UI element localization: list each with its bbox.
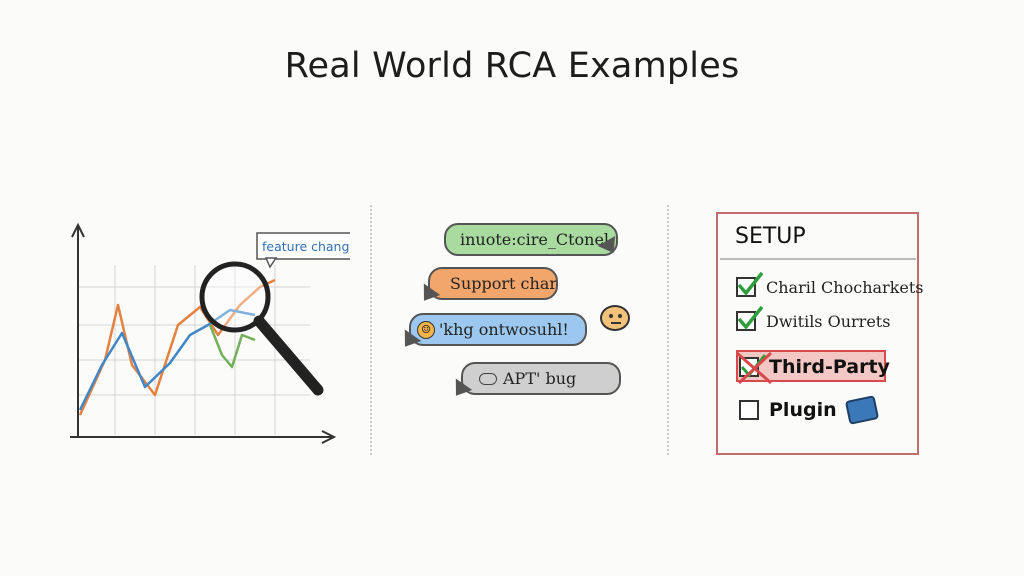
chart-grid [78,265,310,435]
cross-mark-icon [736,351,773,385]
setup-divider [720,258,916,260]
bug-icon [600,305,630,331]
chat-bubble-text: inuote:cire_Ctonel [460,230,610,249]
chat-bubble-text: 'khg ontwosuhl! [439,320,569,339]
smiley-icon: ☺ [417,320,435,339]
cloud-icon [479,372,497,385]
chart-sketch: feature change [70,222,350,444]
checkbox[interactable] [736,305,764,331]
series-orange-line [78,278,276,416]
plugin-icon [844,395,879,425]
series-blue-line [78,308,256,411]
chat-bubble: APT' bug [461,362,621,395]
page-title: Real World RCA Examples [284,46,740,86]
checklist-item[interactable]: Charil Chocharkets [736,271,924,297]
series-green-line [208,324,256,369]
checklist-item[interactable]: Dwitils Ourrets [736,305,891,331]
checklist-item-label: Dwitils Ourrets [766,311,891,331]
checkbox[interactable] [736,271,764,297]
checklist-item-label: Charil Chocharkets [766,277,924,297]
checklist-item-label: Plugin [769,399,837,421]
feature-change-callout: feature change [256,232,350,269]
check-icon [737,271,764,296]
chat-bubble-text: APT' bug [503,369,577,388]
chat-bubble: inuote:cire_Ctonel [444,223,618,256]
chat-bubble: Support chart [428,267,558,300]
divider-right [667,205,669,455]
checklist-item-flagged[interactable]: Third-Party [736,351,890,385]
chart-axes [70,222,337,444]
checklist-item-label: Third-Party [769,356,890,378]
chat-bubble: ☺ 'khg ontwosuhl! [409,313,587,346]
magnifier-icon [199,261,324,396]
flagged-item-highlight [736,350,886,382]
checkbox[interactable] [739,400,759,420]
callout-label: feature change [262,239,350,254]
checklist-item[interactable]: Plugin [739,395,879,425]
divider-left [370,205,372,455]
checkbox[interactable] [736,351,773,385]
chat-bubble-text: Support chart [450,274,558,293]
setup-title: SETUP [735,224,806,249]
check-icon [737,305,764,330]
